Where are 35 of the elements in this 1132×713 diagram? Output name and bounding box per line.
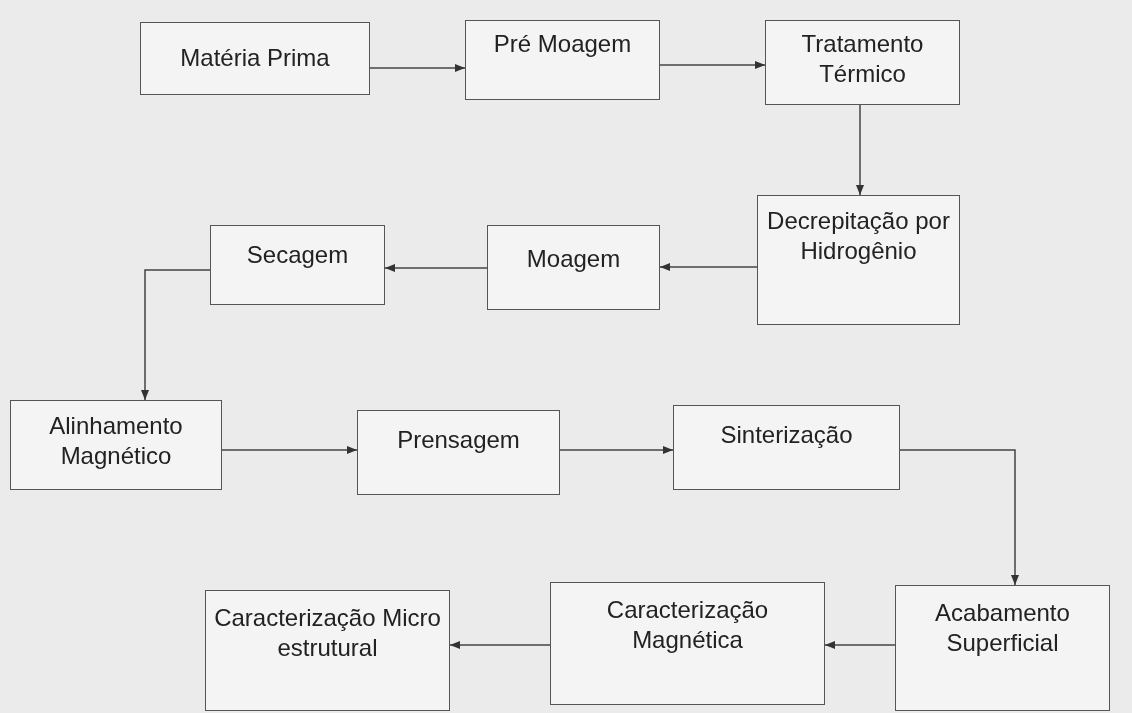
step-label: Tratamento Térmico — [800, 29, 925, 89]
arrow — [384, 264, 488, 272]
arrow — [221, 446, 358, 454]
process-box — [765, 20, 960, 105]
process-box — [205, 590, 450, 711]
process-box — [673, 405, 900, 490]
step-label: Prensagem — [397, 425, 520, 455]
process-box — [357, 410, 560, 495]
arrow — [659, 61, 766, 69]
process-box — [465, 20, 660, 100]
arrow — [659, 263, 758, 271]
step-label: Alinhamento Magnético — [48, 411, 184, 471]
process-box — [895, 585, 1110, 711]
step-label: Acabamento Superficial — [934, 598, 1071, 658]
arrow — [141, 269, 211, 401]
process-box — [10, 400, 222, 490]
step-label: Caracterização Micro estrutural — [213, 603, 442, 663]
arrow — [449, 641, 551, 649]
process-box — [757, 195, 960, 325]
arrow — [856, 104, 864, 196]
step-label: Caracterização Magnética — [605, 595, 770, 655]
process-box — [550, 582, 825, 705]
process-box — [210, 225, 385, 305]
process-box — [140, 22, 370, 95]
step-label: Moagem — [526, 244, 621, 274]
arrow — [824, 641, 896, 649]
step-label: Secagem — [246, 240, 349, 270]
step-label: Pré Moagem — [493, 29, 632, 59]
step-label: Matéria Prima — [180, 43, 330, 73]
arrow — [559, 446, 674, 454]
arrow — [899, 449, 1019, 586]
step-label: Decrepitação por Hidrogênio — [766, 206, 951, 266]
arrow — [369, 64, 466, 72]
process-box — [487, 225, 660, 310]
step-label: Sinterização — [720, 420, 853, 450]
